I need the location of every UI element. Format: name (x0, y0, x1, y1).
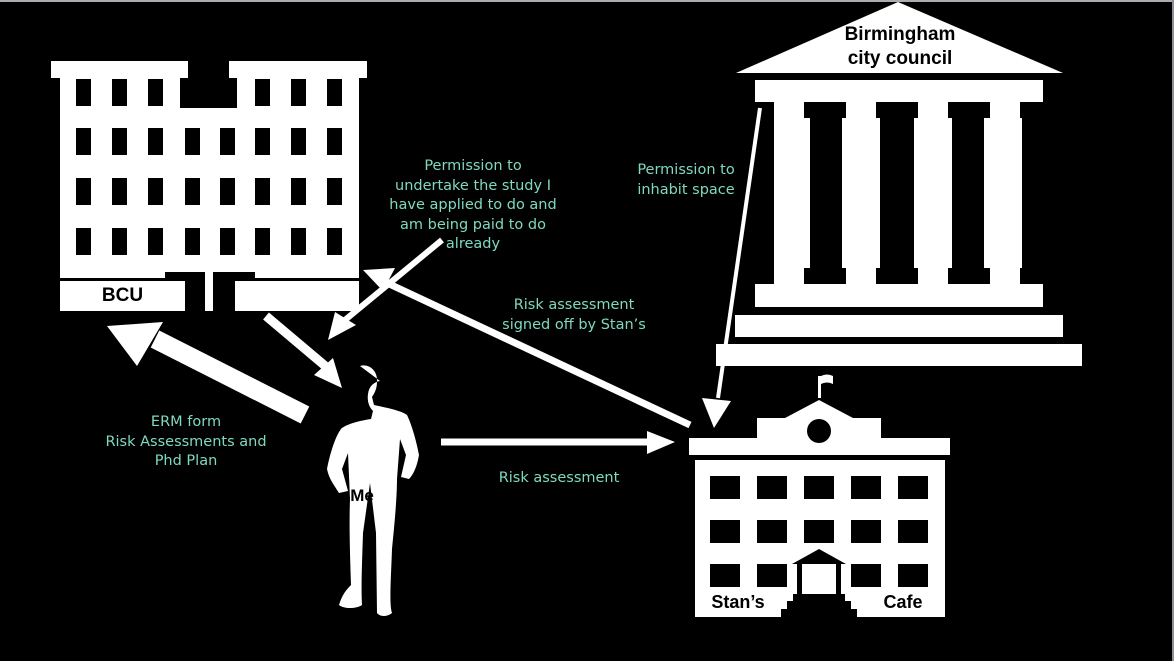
council-label-line2: city council (847, 48, 953, 69)
edge-label-permission-study: Permission to undertake the study I have… (378, 157, 568, 255)
council-label-line1: Birmingham (844, 24, 956, 45)
label-line: Permission to (424, 158, 522, 174)
classical-government-building-icon (716, 2, 1082, 366)
label-line: undertake the study I (395, 177, 551, 194)
label-line: Risk assessment (513, 297, 635, 313)
arrow-bcu-to-me-permission (328, 237, 444, 340)
label-line: Permission to (637, 162, 735, 178)
label-line: Risk Assessments and (105, 433, 267, 450)
arrow-cafe-to-bcu (363, 268, 692, 429)
arrows (107, 107, 762, 454)
me-label: Me (350, 486, 374, 505)
edge-label-risk-signed-off: Risk assessment signed off by Stan’s (488, 296, 660, 335)
right-border (1172, 0, 1174, 661)
label-line: have applied to do and (389, 197, 557, 213)
label-line: inhabit space (637, 181, 735, 198)
edge-label-erm-form: ERM form Risk Assessments and Phd Plan (96, 413, 276, 472)
bcu-windows (76, 79, 342, 255)
arrow-council-to-cafe (702, 107, 762, 428)
label-line: signed off by Stan’s (502, 316, 646, 333)
arrow-bcu-to-me (263, 312, 342, 388)
edge-label-risk-assessment: Risk assessment (486, 469, 632, 489)
bcu-label: BCU (101, 285, 144, 306)
label-line: Phd Plan (154, 453, 218, 469)
label-line: already (445, 236, 501, 252)
person-silhouette-icon (327, 365, 419, 616)
label-line: ERM form (150, 414, 222, 430)
label-line: Risk assessment (498, 470, 620, 486)
cafe-label-right: Cafe (883, 592, 923, 612)
school-building-with-flag-icon (689, 374, 950, 617)
label-line: am being paid to do (400, 216, 546, 233)
university-building-icon (51, 61, 367, 311)
arrow-me-to-cafe (441, 431, 675, 454)
arrow-me-to-bcu (107, 322, 310, 424)
top-border (0, 0, 1174, 2)
edge-label-permission-inhabit: Permission to inhabit space (626, 161, 746, 200)
cafe-windows (710, 419, 928, 617)
cafe-label-left: Stan’s (711, 592, 765, 612)
